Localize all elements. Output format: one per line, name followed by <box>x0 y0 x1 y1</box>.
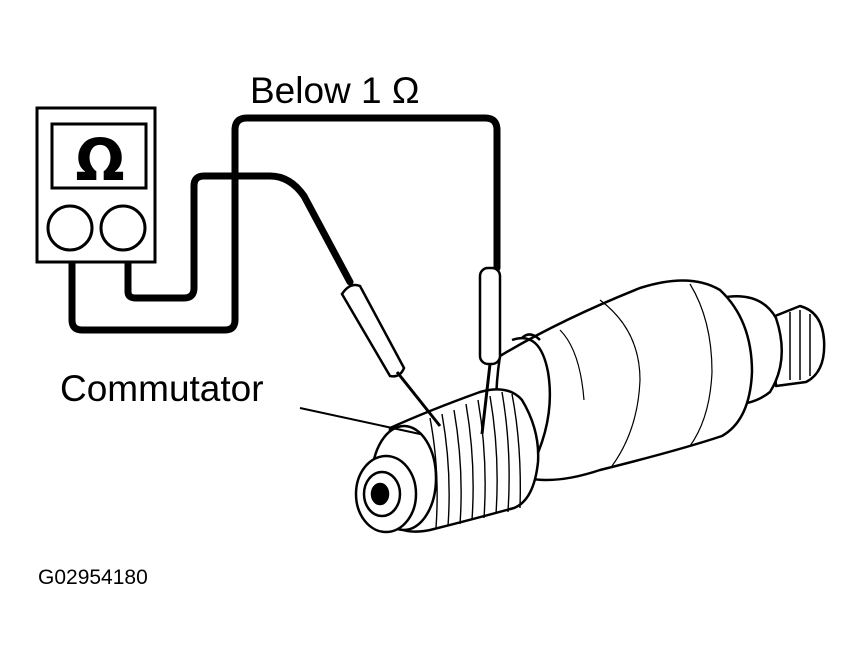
probe-right <box>478 266 502 435</box>
commutator-segments <box>429 391 522 529</box>
probe-left <box>340 283 442 427</box>
ohmmeter <box>35 106 157 264</box>
pinion-teeth <box>789 310 811 380</box>
commutator-label: Commutator <box>60 368 264 409</box>
probes <box>340 266 502 435</box>
test-leads <box>68 114 501 334</box>
resistance-reading-label: Below 1 Ω <box>250 70 420 111</box>
test-lead-2 <box>68 114 501 334</box>
yoke-front-rim-inner <box>521 333 541 341</box>
commutator-leader-line <box>299 407 421 435</box>
yoke-shading <box>559 283 713 467</box>
starter-armature <box>354 279 826 534</box>
ohmmeter-jack-left <box>46 204 94 252</box>
ohmmeter-display <box>50 122 148 190</box>
ohmmeter-jack-right <box>99 204 147 252</box>
ohm-symbol-icon: Ω <box>75 126 125 194</box>
figure-id-label: G02954180 <box>38 566 148 589</box>
yoke-front-rim <box>511 336 552 471</box>
shaft-end-bore <box>370 482 390 506</box>
test-lead-1 <box>124 172 354 302</box>
